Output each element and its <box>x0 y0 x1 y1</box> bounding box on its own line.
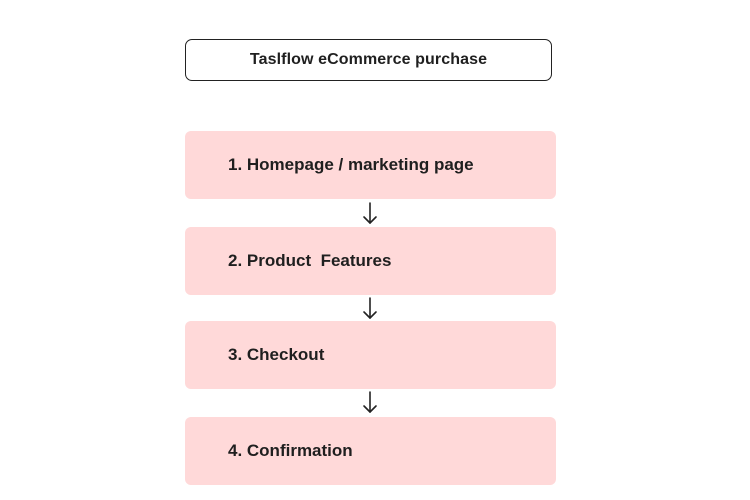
down-arrow-icon <box>360 390 380 416</box>
down-arrow-icon <box>360 201 380 227</box>
down-arrow-icon <box>360 296 380 322</box>
step-product-features: 2. Product Features <box>185 227 556 295</box>
flow-title: Taslflow eCommerce purchase <box>185 39 552 81</box>
step-confirmation: 4. Confirmation <box>185 417 556 485</box>
step-checkout: 3. Checkout <box>185 321 556 389</box>
step-homepage: 1. Homepage / marketing page <box>185 131 556 199</box>
